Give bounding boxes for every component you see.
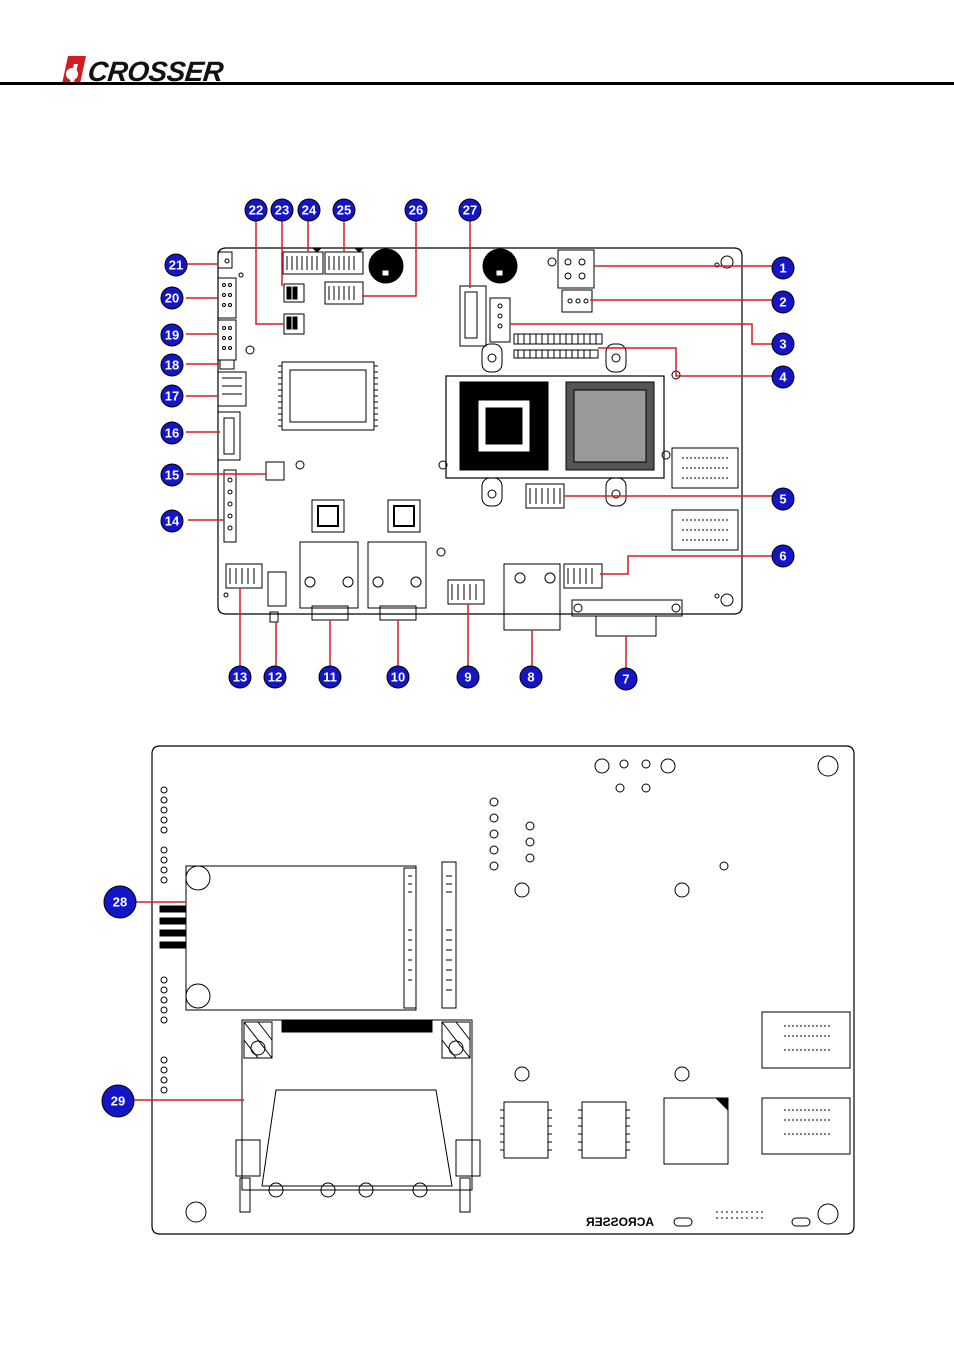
callout-badge-25: 25 bbox=[333, 199, 355, 221]
callout-number: 10 bbox=[391, 670, 405, 685]
callout-number: 28 bbox=[113, 895, 127, 910]
bottom-view-board bbox=[152, 746, 854, 1234]
callout-badge-3: 3 bbox=[772, 333, 794, 355]
callout-number: 12 bbox=[268, 670, 282, 685]
callout-badge-15: 15 bbox=[161, 464, 183, 486]
callout-badge-23: 23 bbox=[271, 199, 293, 221]
callout-badge-11: 11 bbox=[319, 666, 341, 688]
callout-badge-24: 24 bbox=[298, 199, 320, 221]
callout-badge-12: 12 bbox=[264, 666, 286, 688]
callout-number: 24 bbox=[302, 203, 317, 218]
bottom-silkscreen-logo: ACROSSER bbox=[586, 1215, 654, 1229]
callout-badge-2: 2 bbox=[772, 291, 794, 313]
callout-number: 4 bbox=[779, 370, 787, 385]
callout-badge-1: 1 bbox=[772, 257, 794, 279]
callout-number: 3 bbox=[779, 337, 786, 352]
callout-badge-19: 19 bbox=[161, 324, 183, 346]
callout-number: 19 bbox=[165, 328, 179, 343]
leader-lines bbox=[134, 218, 776, 1100]
callout-badge-27: 27 bbox=[459, 199, 481, 221]
callout-number: 25 bbox=[337, 203, 351, 218]
callout-number: 6 bbox=[779, 549, 786, 564]
callout-number: 9 bbox=[464, 670, 471, 685]
callout-number: 7 bbox=[622, 672, 629, 687]
top-view-board bbox=[218, 248, 742, 636]
callout-number: 17 bbox=[165, 389, 179, 404]
callout-number: 15 bbox=[165, 468, 179, 483]
callout-number: 2 bbox=[779, 295, 786, 310]
callout-badge-22: 22 bbox=[245, 199, 267, 221]
callout-number: 21 bbox=[169, 258, 183, 273]
callout-number: 18 bbox=[165, 358, 179, 373]
callout-badge-29: 29 bbox=[102, 1085, 134, 1117]
callout-badge-17: 17 bbox=[161, 385, 183, 407]
callout-badge-4: 4 bbox=[772, 366, 794, 388]
callout-number: 20 bbox=[165, 291, 179, 306]
callout-badge-8: 8 bbox=[520, 666, 542, 688]
callout-number: 23 bbox=[275, 203, 289, 218]
callout-number: 11 bbox=[323, 670, 337, 685]
callout-badge-9: 9 bbox=[457, 666, 479, 688]
callout-badge-20: 20 bbox=[161, 287, 183, 309]
callout-number: 16 bbox=[165, 426, 179, 441]
callout-badge-21: 21 bbox=[165, 254, 187, 276]
callout-number: 14 bbox=[165, 514, 180, 529]
callout-badge-14: 14 bbox=[161, 510, 183, 532]
callout-number: 22 bbox=[249, 203, 263, 218]
callout-number: 8 bbox=[527, 670, 534, 685]
callout-badge-26: 26 bbox=[405, 199, 427, 221]
callout-number: 29 bbox=[111, 1094, 125, 1109]
callout-badge-7: 7 bbox=[615, 668, 637, 690]
callout-badge-28: 28 bbox=[104, 886, 136, 918]
callout-badge-18: 18 bbox=[161, 354, 183, 376]
callout-number: 5 bbox=[779, 492, 786, 507]
callout-number: 26 bbox=[409, 203, 423, 218]
callout-number: 13 bbox=[233, 670, 247, 685]
callout-badge-13: 13 bbox=[229, 666, 251, 688]
callout-badge-10: 10 bbox=[387, 666, 409, 688]
callout-number: 27 bbox=[463, 203, 477, 218]
callout-badge-16: 16 bbox=[161, 422, 183, 444]
callout-badge-6: 6 bbox=[772, 545, 794, 567]
callout-number: 1 bbox=[779, 261, 786, 276]
callout-badge-5: 5 bbox=[772, 488, 794, 510]
